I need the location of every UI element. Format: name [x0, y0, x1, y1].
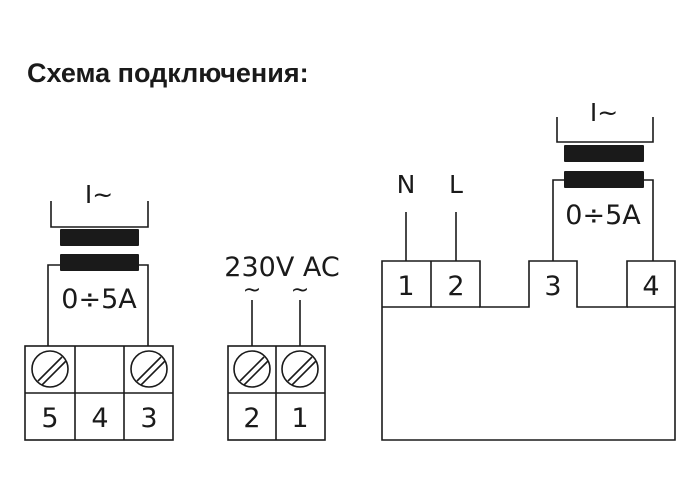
right-wire-a: [552, 179, 564, 261]
left-current-label: I~: [85, 180, 113, 209]
left-ct-bracket: [50, 201, 149, 228]
tilde-left: ~: [243, 278, 261, 303]
left-terminal-3: 3: [140, 403, 157, 434]
right-current-label: I~: [590, 98, 618, 127]
screw-terminal-icon: [281, 350, 319, 388]
right-wire-b: [644, 179, 654, 261]
current-transformer-icon: [60, 229, 139, 271]
voltage-label: 230V AC: [224, 252, 339, 283]
power-terminal-block: 230V AC ~ ~ 2 1: [224, 252, 340, 441]
line-label: L: [449, 170, 463, 199]
left-range-label: 0÷5A: [61, 284, 137, 315]
power-terminal-2: 2: [243, 403, 260, 434]
screw-terminal-icon: [233, 350, 271, 388]
right-block-frame: [381, 260, 676, 441]
right-terminal-4: 4: [642, 271, 659, 302]
left-terminal-4: 4: [91, 403, 108, 434]
left-terminal-5: 5: [41, 403, 58, 434]
left-terminal-block: I~ 0÷5A 5 4: [24, 180, 174, 441]
right-ct-bracket: [556, 117, 654, 143]
left-wire-a: [47, 264, 60, 346]
screw-terminal-icon: [130, 350, 168, 388]
right-range-label: 0÷5A: [565, 200, 641, 231]
right-terminal-2: 2: [447, 271, 464, 302]
neutral-label: N: [397, 170, 416, 199]
tilde-right: ~: [291, 278, 309, 303]
right-device-block: N L I~ 0÷5A 1 2 3 4: [381, 98, 676, 441]
right-terminal-3: 3: [544, 271, 561, 302]
power-terminal-1: 1: [291, 403, 308, 434]
left-wire-b: [139, 264, 149, 346]
diagram-title: Схема подключения:: [27, 58, 309, 88]
screw-terminal-icon: [31, 350, 69, 388]
current-transformer-icon: [564, 145, 644, 188]
right-terminal-1: 1: [397, 271, 414, 302]
